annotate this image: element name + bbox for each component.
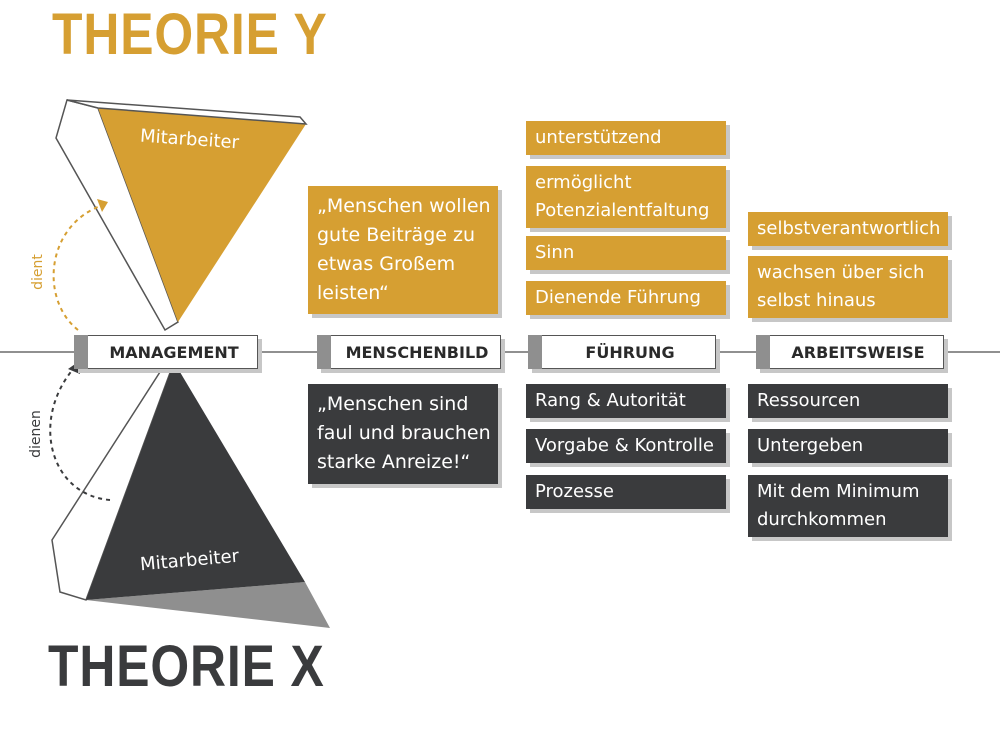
x-arbeitsweise-item: Mit dem Minimum durchkommen	[748, 475, 948, 537]
y-arbeitsweise-item: selbstverantwortlich	[748, 212, 948, 246]
y-fuehrung-item: unterstützend	[526, 121, 726, 155]
triangle-y-top	[66, 99, 308, 125]
item-text: Untergeben	[757, 435, 864, 456]
item-text: Rang & Autorität	[535, 390, 686, 411]
bar-cap	[316, 334, 331, 369]
bar-menschenbild: MENSCHENBILD	[316, 334, 501, 369]
triangle-y-face	[98, 108, 306, 322]
item-text: durchkommen	[757, 509, 887, 530]
x-fuehrung-item: Prozesse	[526, 475, 726, 509]
arrow-dient-head	[97, 199, 108, 212]
item-text: Ressourcen	[757, 390, 861, 411]
y-fuehrung-item: Dienende Führung	[526, 281, 726, 315]
bar-cap	[73, 334, 88, 369]
item-text: selbst hinaus	[757, 290, 876, 311]
quote-line: etwas Großem	[317, 253, 456, 275]
triangle-x-shadow	[86, 582, 330, 628]
x-arbeitsweise-item: Ressourcen	[748, 384, 948, 418]
bar-fuehrung-label: FÜHRUNG	[585, 342, 675, 362]
bar-management: MANAGEMENT	[73, 334, 258, 369]
theory-y-title: THEORIE Y	[52, 2, 328, 67]
arrow-dient	[52, 204, 104, 331]
quote-line: faul und brauchen	[317, 422, 491, 444]
bar-cap	[755, 334, 770, 369]
item-text: ermöglicht	[535, 172, 632, 193]
x-fuehrung-item: Rang & Autorität	[526, 384, 726, 418]
item-text: Prozesse	[535, 481, 614, 502]
bar-management-label: MANAGEMENT	[109, 342, 239, 362]
bar-cap	[527, 334, 542, 369]
x-menschenbild-quote: „Menschen sind faul und brauchen starke …	[308, 384, 498, 484]
x-fuehrung-item: Vorgabe & Kontrolle	[526, 429, 726, 463]
item-text: Vorgabe & Kontrolle	[535, 435, 714, 456]
bar-arbeitsweise: ARBEITSWEISE	[755, 334, 944, 369]
y-fuehrung-item: Sinn	[526, 236, 726, 270]
quote-line: „Menschen sind	[317, 393, 469, 415]
y-fuehrung-item: ermöglicht Potenzialentfaltung	[526, 166, 726, 228]
theory-x-title: THEORIE X	[48, 634, 325, 699]
bar-fuehrung: FÜHRUNG	[527, 334, 716, 369]
item-text: Sinn	[535, 242, 575, 263]
triangle-x-face	[86, 362, 305, 600]
item-text: unterstützend	[535, 127, 662, 148]
item-text: Dienende Führung	[535, 287, 701, 308]
item-text: wachsen über sich	[757, 262, 925, 283]
y-menschenbild-quote: „Menschen wollen gute Beiträge zu etwas …	[308, 186, 498, 314]
arrow-dienen	[49, 367, 111, 501]
x-arbeitsweise-item: Untergeben	[748, 429, 948, 463]
quote-line: leisten“	[317, 282, 389, 304]
triangle-x-side	[51, 359, 176, 601]
bar-menschenbild-label: MENSCHENBILD	[345, 342, 489, 362]
quote-line: starke Anreize!“	[317, 451, 471, 473]
bar-arbeitsweise-label: ARBEITSWEISE	[791, 342, 925, 362]
item-text: selbstverantwortlich	[757, 218, 941, 239]
quote-line: gute Beiträge zu	[317, 224, 475, 246]
arrow-dient-label: dient	[29, 254, 46, 290]
item-text: Potenzialentfaltung	[535, 200, 710, 221]
y-arbeitsweise-item: wachsen über sich selbst hinaus	[748, 256, 948, 318]
item-text: Mit dem Minimum	[757, 481, 920, 502]
quote-line: „Menschen wollen	[317, 195, 491, 217]
arrow-dienen-label: dienen	[27, 410, 44, 458]
